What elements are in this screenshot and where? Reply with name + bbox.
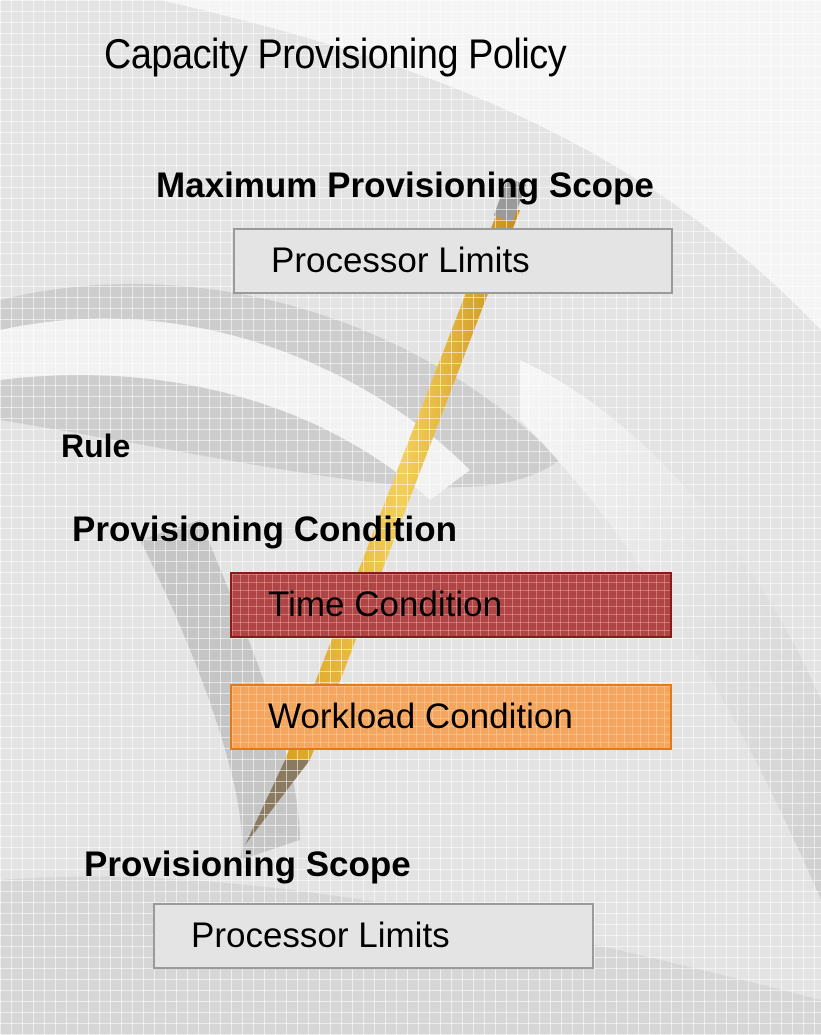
provisioning-condition-heading: Provisioning Condition bbox=[72, 510, 457, 549]
page-title: Capacity Provisioning Policy bbox=[104, 30, 567, 77]
provisioning-scope-heading: Provisioning Scope bbox=[84, 845, 411, 884]
scope-processor-limits-box: Processor Limits bbox=[153, 903, 594, 969]
time-condition-label: Time Condition bbox=[268, 585, 503, 624]
max-scope-heading: Maximum Provisioning Scope bbox=[156, 166, 654, 205]
time-condition-box: Time Condition bbox=[230, 572, 672, 638]
workload-condition-label: Workload Condition bbox=[268, 697, 573, 736]
rule-heading: Rule bbox=[61, 428, 131, 464]
scope-processor-limits-label: Processor Limits bbox=[191, 916, 450, 955]
max-scope-processor-limits-box: Processor Limits bbox=[233, 228, 673, 294]
max-scope-processor-limits-label: Processor Limits bbox=[271, 241, 530, 280]
workload-condition-box: Workload Condition bbox=[230, 684, 672, 750]
